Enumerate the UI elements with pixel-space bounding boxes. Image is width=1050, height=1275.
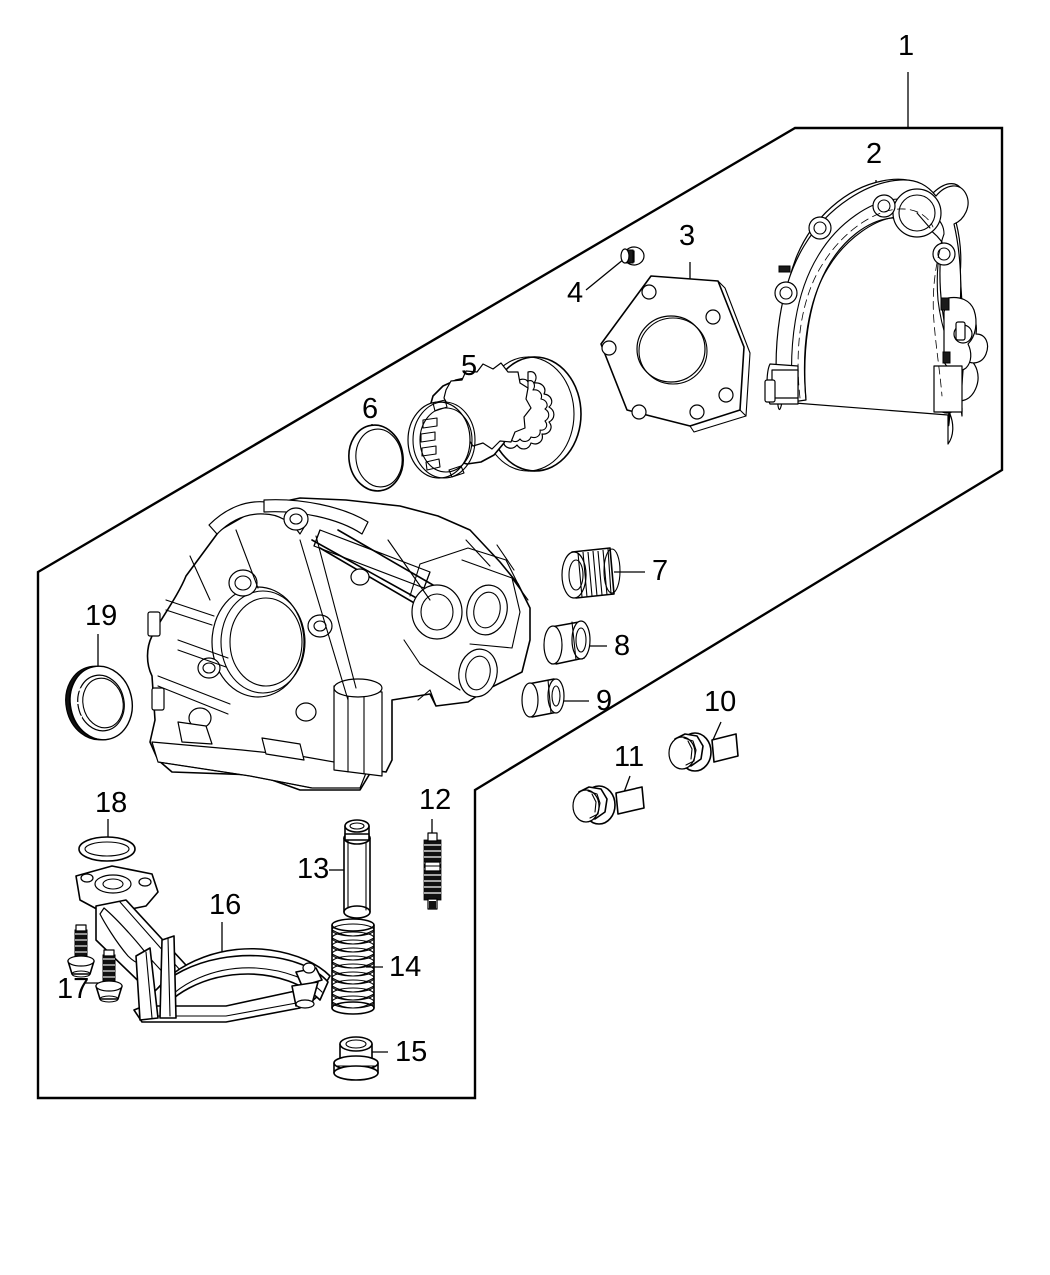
part-oil-pump-body (146, 497, 531, 791)
bracket-item-1-outline (36, 126, 1004, 1100)
cover-plate-bolt-holes (601, 284, 734, 420)
callout-3[interactable]: 3 (679, 220, 696, 252)
callout-15[interactable]: 15 (395, 1036, 428, 1068)
part-pickup-tube-o-ring (78, 836, 136, 862)
callout-10[interactable]: 10 (704, 686, 737, 718)
callout-14[interactable]: 14 (389, 951, 422, 983)
part-oil-pickup-tube (75, 865, 331, 1023)
part-pressure-relief-plunger (343, 819, 371, 919)
part-inner-rotor (407, 362, 532, 479)
callout-12[interactable]: 12 (419, 784, 452, 816)
callout-16[interactable]: 16 (209, 889, 242, 921)
callout-13[interactable]: 13 (297, 853, 330, 885)
part-pickup-tube-bolt-1 (67, 924, 95, 978)
callout-7[interactable]: 7 (652, 555, 669, 587)
callout-9[interactable]: 9 (596, 685, 613, 717)
part-relief-valve-spring-large (331, 918, 375, 1015)
callout-19[interactable]: 19 (85, 600, 118, 632)
callout-11[interactable]: 11 (614, 741, 645, 773)
part-relief-valve-cap (333, 1036, 379, 1081)
part-dowel-pin (620, 246, 645, 266)
part-bushing-lower (521, 678, 565, 718)
callout-5[interactable]: 5 (461, 350, 478, 382)
part-pump-cover-plate (600, 275, 751, 433)
callout-17[interactable]: 17 (57, 973, 90, 1005)
part-pickup-tube-bolt-2 (95, 949, 123, 1003)
part-timing-cover-gasket (764, 178, 989, 445)
part-threaded-plug (561, 547, 621, 599)
callout-8[interactable]: 8 (614, 630, 631, 662)
part-seal-ring (348, 424, 404, 492)
callout-6[interactable]: 6 (362, 393, 379, 425)
part-flange-bolt-long (668, 732, 739, 772)
part-crankshaft-front-oil-seal (65, 665, 133, 741)
callout-2[interactable]: 2 (866, 138, 883, 170)
part-bushing-upper (543, 620, 591, 665)
callout-18[interactable]: 18 (95, 787, 128, 819)
callout-1[interactable]: 1 (898, 30, 915, 62)
callout-4[interactable]: 4 (567, 277, 584, 309)
part-flange-bolt-short (572, 785, 645, 825)
part-relief-valve-spring-small (423, 832, 442, 910)
